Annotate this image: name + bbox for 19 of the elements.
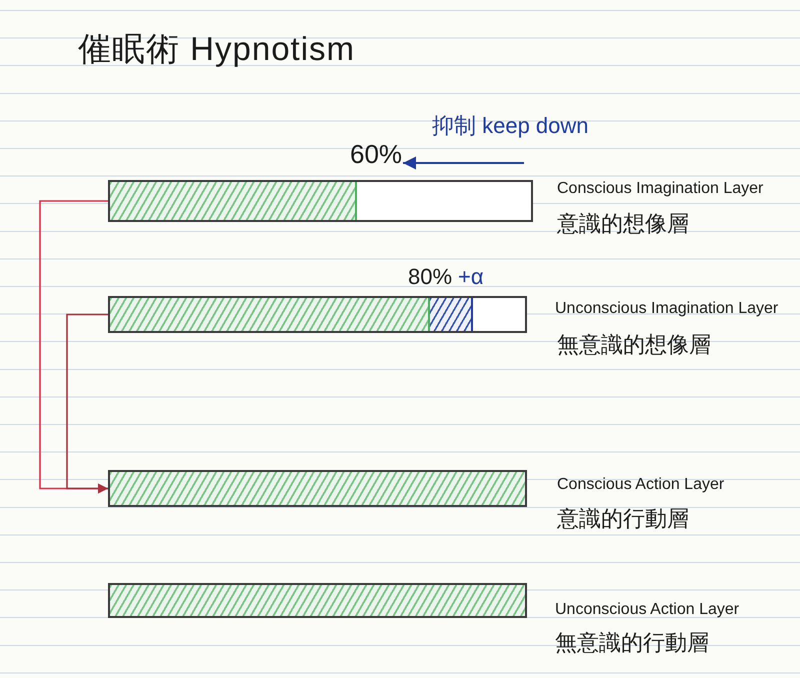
layer-label: 意識的想像層 [557,211,689,236]
layer-label: Unconscious Action Layer [555,601,740,620]
layer-label: Conscious Imagination Layer [557,180,764,198]
layer-bar [108,583,527,618]
arrow [403,156,524,170]
layer-label: 無意識的想像層 [557,332,711,358]
annotation-label: +α [458,264,484,290]
percent-label: 60% [350,140,402,170]
title: 催眠術 Hypnotism [78,30,356,68]
layer-label: 無意識的行動層 [555,630,709,656]
layer-bar [108,180,533,222]
layer-bar [108,470,527,507]
layer-label: 意識的行動層 [557,506,689,532]
arrow [66,314,108,494]
layer-label: Conscious Action Layer [557,476,724,494]
layer-label: Unconscious Imagination Layer [555,300,778,318]
layer-bar [108,296,527,333]
edge-label: 抑制 keep down [432,113,589,138]
percent-label: 80% [408,264,452,290]
